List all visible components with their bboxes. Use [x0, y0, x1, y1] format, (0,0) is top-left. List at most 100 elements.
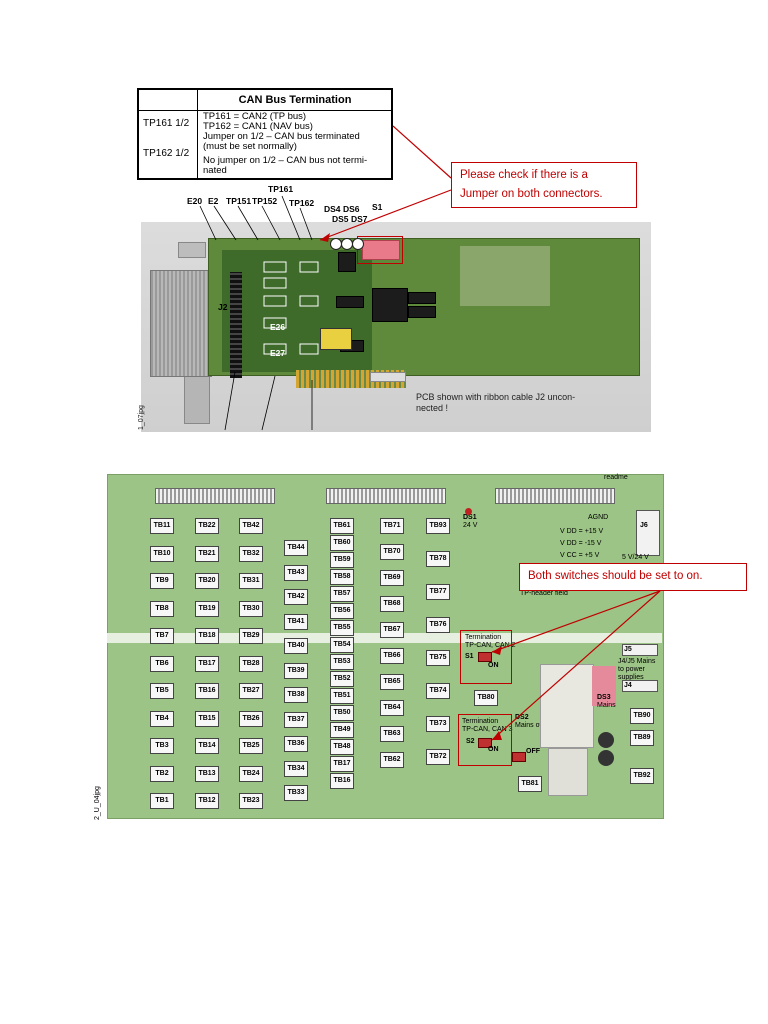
ds3-label: DS3 [597, 694, 611, 701]
s1-switch-label: S1 [465, 653, 474, 660]
callout2-text: Both switches should be set to on. [528, 570, 703, 582]
terminal-block-tb61: TB61 [330, 518, 354, 534]
terminal-block-tb39: TB39 [284, 662, 308, 679]
header-connector-2 [326, 488, 446, 504]
term2-line-1: Termination [462, 718, 499, 725]
s2-switch-label: S2 [466, 738, 475, 745]
tp162-marker: TP162 [289, 198, 315, 208]
terminal-block-tb65: TB65 [380, 674, 404, 690]
terminal-block-tb50: TB50 [330, 705, 354, 721]
vcc5-label: V CC = +5 V [560, 552, 600, 559]
j2-marker: J2 [218, 302, 228, 312]
j4-connector [622, 680, 658, 692]
terminal-block-tb42: TB42 [284, 589, 308, 605]
j4-note: J4/J5 Mains to power supplies [618, 658, 656, 681]
terminal-block-tb57: TB57 [330, 586, 354, 602]
capacitor-1 [598, 732, 614, 748]
j6-note: 5 V/24 V [622, 554, 649, 561]
mains-off-label: Mains off [515, 722, 544, 729]
terminal-block-tb11: TB11 [150, 518, 174, 534]
terminal-block-tb24: TB24 [239, 765, 263, 782]
bracket-top [178, 242, 206, 258]
ds2-label: DS2 [515, 714, 529, 721]
terminal-block-tb22: TB22 [195, 518, 219, 534]
desc-line-1: TP161 = CAN2 (TP bus) [203, 111, 307, 122]
terminal-block-tb13: TB13 [195, 765, 219, 782]
vdd-plus15-label: V DD = +15 V [560, 528, 604, 535]
chip [336, 296, 364, 308]
mains-label: Mains [597, 702, 616, 709]
j5-label: J5 [624, 646, 632, 653]
terminal-block-tb55: TB55 [330, 620, 354, 636]
bracket-bottom [184, 372, 210, 424]
table-title: CAN Bus Termination [139, 90, 391, 111]
terminal-block-tb93: TB93 [426, 518, 450, 534]
tp151-marker: TP151 [226, 196, 252, 206]
s2-highlight-box [458, 714, 512, 766]
terminal-block-tb74: TB74 [426, 683, 450, 699]
terminal-block-tb16: TB16 [195, 683, 219, 699]
terminal-block-tb49: TB49 [330, 722, 354, 738]
terminal-block-tb23: TB23 [239, 793, 263, 809]
terminal-block-tb9: TB9 [150, 573, 174, 589]
v24-label: 24 V [463, 522, 478, 529]
tp161-label: TP161 1/2 [143, 118, 190, 129]
terminal-block-tb63: TB63 [380, 726, 404, 742]
tp161-marker: TP161 [268, 184, 294, 194]
terminal-block-tb32: TB32 [239, 545, 263, 562]
desc-line-2: TP162 = CAN1 (NAV bus) [203, 121, 313, 132]
e27-marker: E27 [270, 348, 286, 358]
term1-line-2: TP-CAN, CAN 2 [465, 642, 516, 649]
pcb1-side-code: 1_07jpg [138, 405, 145, 430]
chip [338, 252, 356, 272]
e20-marker: E20 [187, 196, 203, 206]
tb80: TB80 [474, 690, 498, 706]
terminal-block-tb5: TB5 [150, 683, 174, 699]
terminal-block-tb4: TB4 [150, 710, 174, 727]
terminal-block-tb77: TB77 [426, 584, 450, 600]
j4-label: J4 [624, 682, 632, 689]
can-bus-termination-table: CAN Bus Termination TP161 1/2 TP162 1/2 … [137, 88, 393, 180]
terminal-block-tb25: TB25 [239, 738, 263, 754]
terminal-block-tb28: TB28 [239, 655, 263, 672]
mains-relay [540, 664, 594, 748]
terminal-block-tb43: TB43 [284, 564, 308, 581]
j6-label: J6 [640, 522, 648, 529]
terminal-block-tb54: TB54 [330, 637, 354, 653]
dip-switch-s1 [362, 240, 400, 260]
terminal-block-tb10: TB10 [150, 545, 174, 562]
terminal-block-tb16: TB16 [330, 773, 354, 789]
s1-highlight-box [460, 630, 512, 684]
terminal-block-tb18: TB18 [195, 628, 219, 644]
term2-line-2: TP-CAN, CAN 3 [462, 726, 513, 733]
j5-connector [622, 644, 658, 656]
chip [408, 306, 436, 318]
tp-header-field-label: TP-header field [520, 590, 568, 597]
terminal-block-tb66: TB66 [380, 648, 404, 664]
agnd-label: AGND [588, 514, 609, 521]
terminal-block-tb76: TB76 [426, 617, 450, 633]
j2-connector [230, 272, 242, 378]
terminal-block-tb29: TB29 [239, 628, 263, 644]
terminal-block-tb42: TB42 [239, 518, 263, 534]
pcb2-annotation-arrows [491, 590, 661, 741]
terminal-block-tb17: TB17 [195, 655, 219, 672]
ds7-marker: DS7 [351, 214, 368, 224]
terminal-block-tb19: TB19 [195, 600, 219, 617]
e2-marker: E2 [208, 196, 219, 206]
desc-line-5: No jumper on 1/2 – CAN bus not termi- [203, 155, 368, 166]
off-label: OFF [526, 748, 540, 755]
tb90: TB90 [630, 708, 654, 724]
table-divider [197, 90, 198, 178]
terminal-block-tb21: TB21 [195, 545, 219, 562]
terminal-block-tb14: TB14 [195, 738, 219, 754]
terminal-block-tb27: TB27 [239, 683, 263, 699]
ds4-marker: DS4 [324, 204, 341, 214]
terminal-block-tb12: TB12 [195, 793, 219, 809]
readme-label: readme [604, 474, 628, 481]
terminal-block-tb2: TB2 [150, 765, 174, 782]
tp152-marker: TP152 [252, 196, 278, 206]
switches-callout: Both switches should be set to on. [519, 563, 747, 591]
term1-line-1: Termination [465, 634, 502, 641]
ds3-area [592, 666, 616, 706]
